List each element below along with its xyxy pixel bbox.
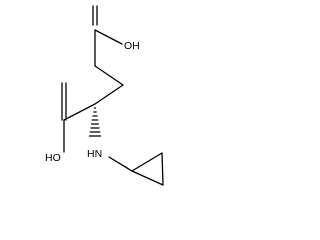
nh-to-cyclopropyl-bond xyxy=(108,156,133,172)
hashed-wedge-bond xyxy=(88,107,102,137)
ch2-ch2-bond xyxy=(94,65,124,86)
ch2-to-alpha-carbon-bond xyxy=(94,84,124,105)
cyclopropyl-bond-3 xyxy=(131,170,164,186)
cyclopropyl-bond-1 xyxy=(131,152,163,172)
amine-label: HN xyxy=(87,148,102,160)
top-hydroxyl-label: OH xyxy=(124,40,140,52)
bottom-hydroxyl-label: HO xyxy=(45,152,61,164)
chemical-structure: OH HO HN xyxy=(45,5,164,186)
alpha-to-carboxyl-bond xyxy=(63,103,96,121)
cyclopropyl-bond-2 xyxy=(161,152,164,186)
top-carboxyl-oh-bond xyxy=(94,29,123,45)
